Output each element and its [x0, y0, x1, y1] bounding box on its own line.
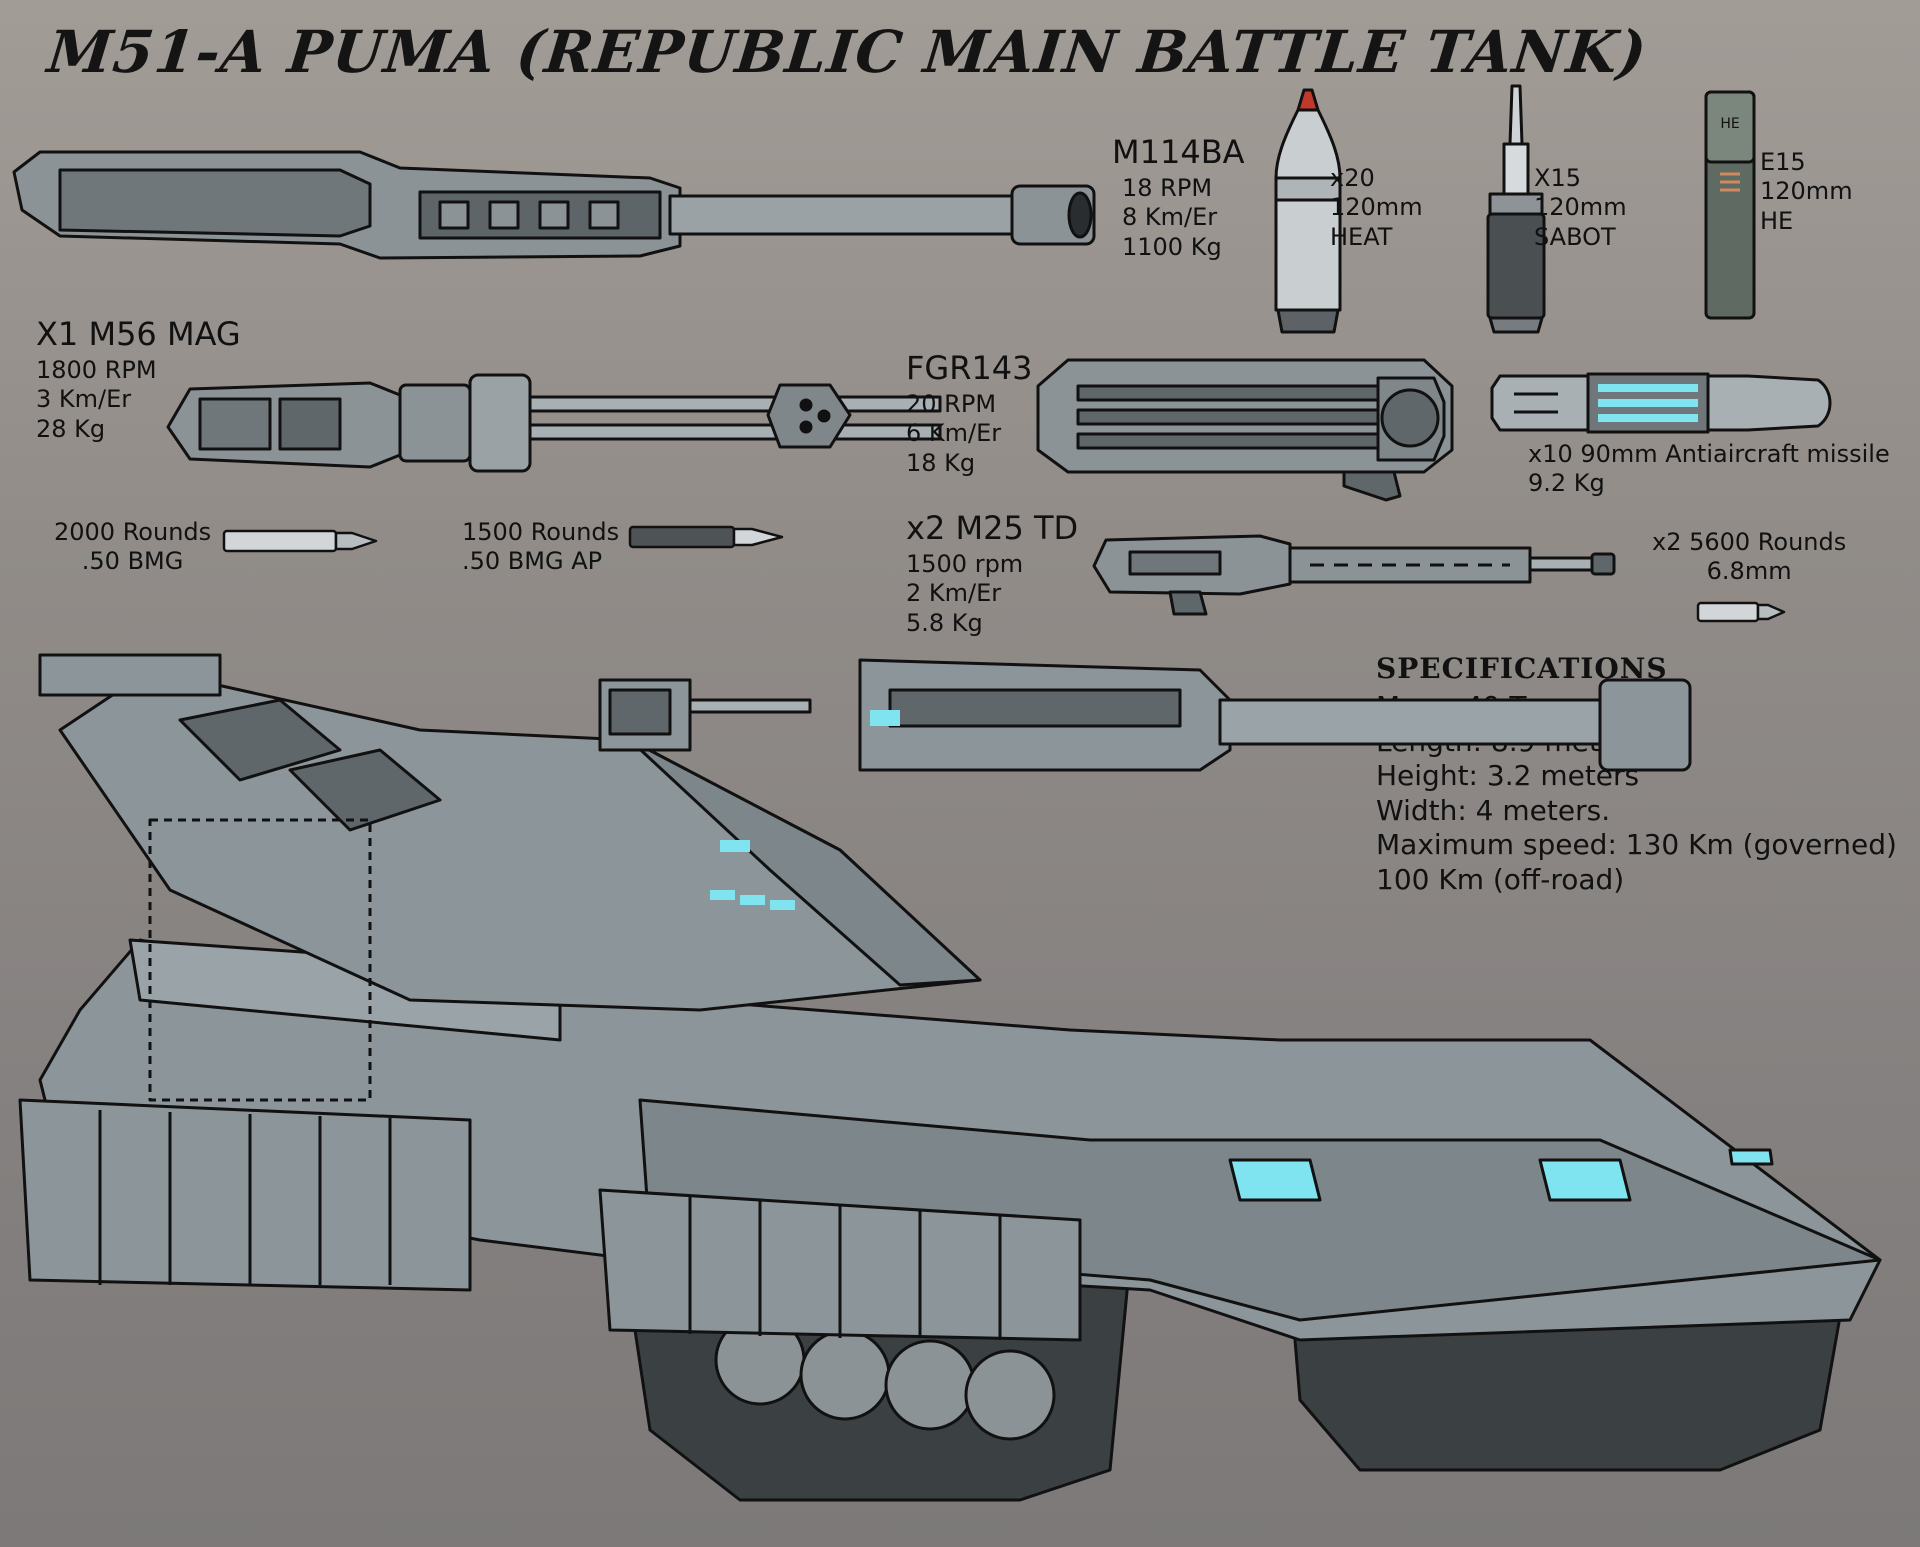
spec-width: Width: 4 meters.: [1376, 793, 1611, 827]
he-type: HE: [1760, 206, 1794, 235]
tank-illustration: [18, 653, 1882, 1502]
heat-count: x20: [1330, 164, 1375, 192]
sabot-caliber: 120mm: [1534, 193, 1627, 222]
spec-offroad-speed: 100 Km (off-road): [1376, 862, 1625, 896]
td-name: x2 M25 TD: [906, 509, 1079, 547]
td-round-icon: [1696, 601, 1786, 623]
spec-height: Height: 3.2 meters: [1376, 759, 1640, 792]
he-shell-marking: HE: [1720, 116, 1739, 132]
mag-round-1-type: .50 BMG: [81, 547, 184, 576]
mag-stats: 1800 RPM 3 Km/Er 28 Kg: [36, 356, 157, 444]
sabot-type: SABOT: [1534, 222, 1616, 251]
page-title: M51-A PUMA (REPUBLIC MAIN BATTLE TANK): [44, 18, 1651, 86]
launcher-name: FGR143: [906, 349, 1033, 387]
he-shell-illustration: HE: [1704, 90, 1756, 320]
td-rpm: 1500 rpm: [906, 550, 1024, 578]
launcher-rpm: 20 RPM: [906, 390, 997, 418]
missile-illustration: [1490, 372, 1832, 434]
main-gun-name: M114BA: [1112, 133, 1245, 171]
heat-type: HEAT: [1330, 222, 1393, 251]
he-count: E15: [1760, 148, 1806, 176]
td-weight: 5.8 Kg: [906, 608, 983, 637]
sabot-shell-illustration: [1486, 84, 1546, 334]
mag-round-2-label: 1500 Rounds .50 BMG AP: [462, 518, 619, 577]
main-gun-rpm: 18 RPM: [1122, 174, 1213, 202]
mag-range: 3 Km/Er: [36, 385, 132, 414]
bmg-ap-round-icon: [628, 525, 784, 549]
he-caliber: 120mm: [1760, 177, 1853, 206]
main-gun-range: 8 Km/Er: [1122, 203, 1218, 232]
heat-caliber: 120mm: [1330, 193, 1423, 222]
sabot-ammo-label: X15 120mm SABOT: [1534, 164, 1627, 252]
mag-name: X1 M56 MAG: [36, 315, 241, 353]
mag-rpm: 1800 RPM: [36, 356, 157, 384]
launcher-illustration: [1036, 358, 1454, 502]
missile-label: x10 90mm Antiaircraft missile 9.2 Kg: [1528, 440, 1890, 499]
main-gun-stats: 18 RPM 8 Km/Er 1100 Kg: [1122, 174, 1222, 262]
mag-round-2-count: 1500 Rounds: [462, 518, 620, 546]
launcher-range: 6 Km/Er: [906, 419, 1002, 448]
main-gun-weight: 1100 Kg: [1122, 232, 1222, 261]
launcher-stats: 20 RPM 6 Km/Er 18 Kg: [906, 390, 1001, 478]
launcher-weight: 18 Kg: [906, 448, 976, 477]
mag-weight: 28 Kg: [36, 414, 106, 443]
td-rounds-count: x2 5600 Rounds: [1652, 528, 1847, 556]
missile-weight: 9.2 Kg: [1528, 469, 1605, 498]
main-gun-illustration: [12, 150, 1096, 260]
td-rounds-type: 6.8mm: [1706, 557, 1792, 586]
mag-round-2-type: .50 BMG AP: [462, 547, 603, 576]
mag-round-1-count: 2000 Rounds: [54, 518, 212, 546]
td-range: 2 Km/Er: [906, 579, 1002, 608]
spec-max-speed: Maximum speed: 130 Km (governed): [1376, 828, 1897, 861]
bmg-round-icon: [222, 529, 378, 553]
missile-count: x10 90mm Antiaircraft missile: [1528, 440, 1890, 468]
sabot-count: X15: [1534, 164, 1581, 192]
mag-illustration: [166, 373, 942, 473]
he-ammo-label: E15 120mm HE: [1760, 148, 1853, 236]
td-rounds-label: x2 5600 Rounds 6.8mm: [1652, 528, 1846, 587]
td-stats: 1500 rpm 2 Km/Er 5.8 Kg: [906, 550, 1023, 638]
td-illustration: [1092, 534, 1616, 616]
heat-ammo-label: x20 120mm HEAT: [1330, 164, 1423, 252]
mag-round-1-label: 2000 Rounds .50 BMG: [54, 518, 211, 577]
heat-shell-illustration: [1274, 88, 1342, 334]
